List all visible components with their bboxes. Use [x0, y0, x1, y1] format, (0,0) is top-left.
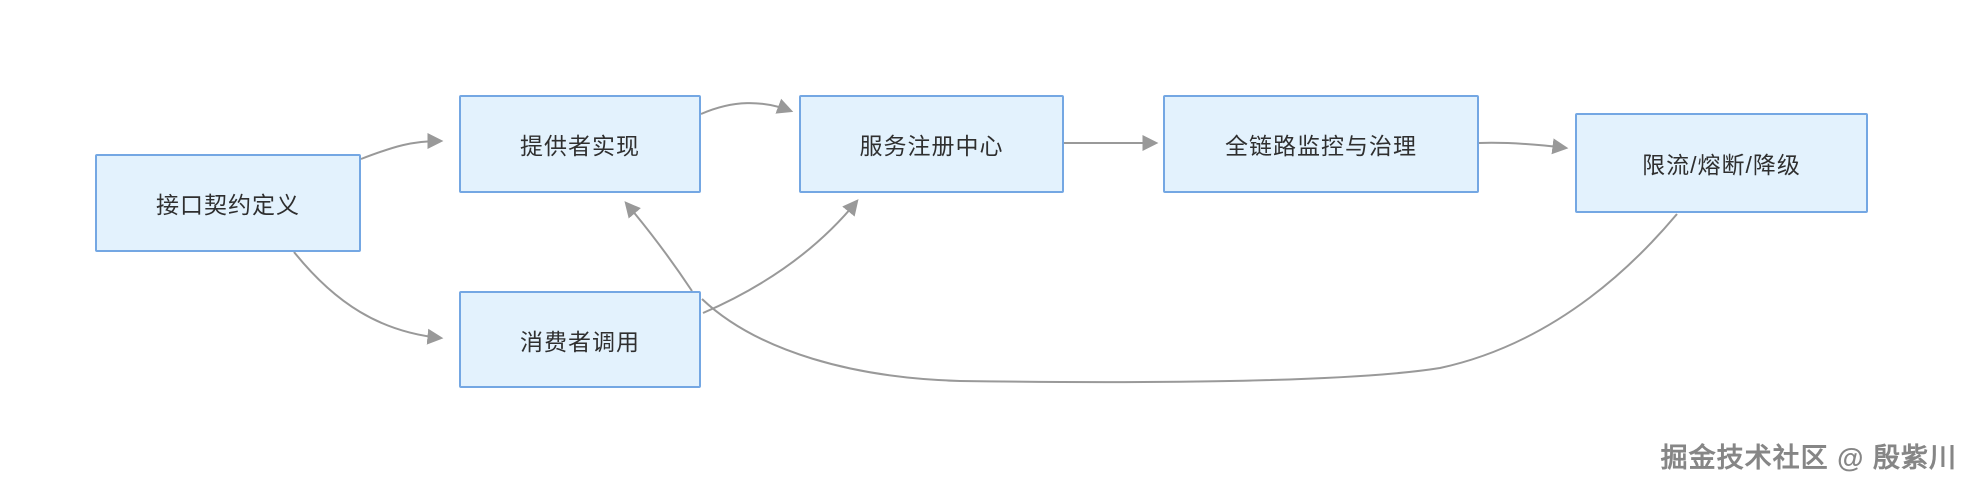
edge-provider-to-registry [700, 98, 794, 115]
node-label: 服务注册中心 [859, 133, 1004, 159]
edge-contract-to-consumer [293, 251, 444, 345]
node-label: 接口契约定义 [156, 192, 300, 218]
node-interface-contract-definition: 接口契约定义 [95, 154, 361, 252]
edge-consumer-to-provider [624, 201, 693, 292]
node-provider-implementation: 提供者实现 [459, 95, 701, 193]
edge-contract-to-provider [360, 133, 444, 160]
node-ratelimit-circuitbreak-degrade: 限流/熔断/降级 [1575, 113, 1868, 213]
node-consumer-invocation: 消费者调用 [459, 291, 701, 388]
node-label: 限流/熔断/降级 [1642, 152, 1801, 178]
node-label: 提供者实现 [520, 133, 640, 159]
node-label: 全链路监控与治理 [1225, 133, 1417, 159]
node-fulllink-monitoring-governance: 全链路监控与治理 [1163, 95, 1479, 193]
edge-consumer-to-registry [702, 199, 859, 314]
edge-limit-to-consumer-feedback [701, 213, 1678, 384]
node-service-registry-center: 服务注册中心 [799, 95, 1064, 193]
watermark: 掘金技术社区 @ 殷紫川 [1660, 443, 1957, 473]
node-label: 消费者调用 [520, 328, 640, 355]
edge-monitor-to-limit [1478, 138, 1569, 155]
